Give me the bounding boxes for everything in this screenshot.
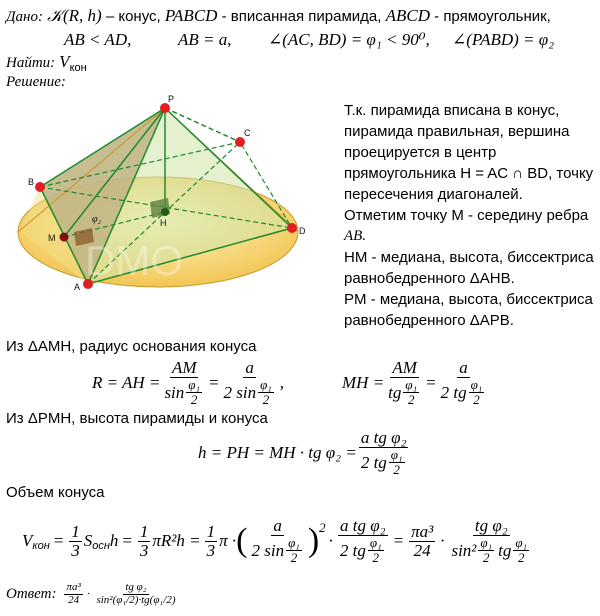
cone-symbol: 𝒦(R, h): [47, 6, 102, 25]
find-sub: кон: [69, 62, 87, 75]
explanation-line: пирамида правильная, вершина: [344, 123, 570, 140]
explanation-line: равнобедренного ΔAHB.: [344, 270, 515, 287]
point-a: [83, 279, 93, 289]
explanation-line: пересечения диагоналей.: [344, 186, 523, 203]
given-pyramid: PABCD: [164, 6, 218, 25]
step1-text: Из ΔAMH, радиус основания конуса: [6, 338, 257, 355]
paren-close: ): [307, 522, 320, 559]
explanation-line: проецируется в центр: [344, 144, 497, 161]
explanation-line: HM - медиана, высота, биссектриса: [344, 249, 594, 266]
label-d: D: [299, 226, 306, 236]
given-text-2: - вписанная пирамида,: [217, 8, 386, 25]
given-cond-4: ∠(PABD) = φ₂: [452, 30, 555, 49]
point-m: [59, 232, 69, 242]
explanation-line: прямоугольника H = AC ∩ BD, точку: [344, 165, 594, 182]
paren-open: (: [236, 522, 248, 559]
edge-pc: [164, 107, 241, 143]
point-c: [235, 137, 245, 147]
given-cond-3: ∠(AC, BD) = φ₁ < 90⁰,: [268, 30, 430, 49]
given-label: Дано:: [6, 9, 43, 25]
diagonal-bd: [39, 186, 293, 229]
given-cond-1: AB < AD,: [64, 30, 132, 49]
given-line-1: Дано: 𝒦(R, h) – конус, PABCD - вписанная…: [6, 6, 551, 26]
edge-pd: [164, 107, 293, 229]
cone-pyramid-figure: DMO P B C D A M H φ₂: [17, 94, 306, 292]
given-rect: ABCD: [385, 6, 430, 25]
find-label: Найти:: [6, 55, 56, 71]
cone-side-left: [20, 108, 165, 284]
explanation-line: AB.: [344, 228, 367, 244]
edge-pb: [39, 107, 166, 188]
given-text-3: - прямоугольник,: [429, 8, 551, 25]
explanation-line: Отметим точку M - середину ребра: [344, 207, 589, 224]
label-b: B: [28, 177, 34, 187]
label-h: H: [160, 218, 167, 228]
edge-pa: [87, 107, 166, 285]
label-a: A: [74, 282, 80, 292]
explanation-block: Т.к. пирамида вписана в конус, пирамида …: [344, 100, 594, 331]
point-h: [161, 208, 169, 216]
angle-phi2-mark: [74, 228, 94, 246]
given-cond-2: AB = a,: [178, 30, 232, 49]
step3-text: Объем конуса: [6, 484, 105, 501]
find-line: Найти: Vкон: [6, 52, 87, 74]
answer-label: Ответ:: [6, 585, 57, 602]
given-text-1: – конус,: [101, 8, 165, 25]
point-b: [35, 182, 45, 192]
label-c: C: [244, 128, 251, 138]
r-lhs: R = AH =: [92, 373, 161, 392]
label-p: P: [168, 94, 174, 104]
cone-generatrix-left: [17, 107, 166, 233]
explanation-line: Т.к. пирамида вписана в конус,: [344, 102, 560, 119]
find-value: V: [59, 52, 70, 71]
solution-label: Решение:: [6, 74, 66, 90]
explanation-line: PM - медиана, высота, биссектриса: [344, 291, 593, 308]
mh-lhs: MH =: [342, 373, 385, 392]
point-d: [287, 223, 297, 233]
watermark: DMO: [85, 237, 183, 284]
explanation-line: равнобедренного ΔAPB.: [344, 312, 514, 329]
step2-text: Из ΔPMH, высота пирамиды и конуса: [6, 410, 268, 427]
label-phi2: φ₂: [92, 214, 102, 225]
apothem-pm: [63, 107, 166, 238]
label-m: M: [48, 233, 56, 243]
point-p: [160, 103, 170, 113]
face-pad: [88, 108, 292, 284]
